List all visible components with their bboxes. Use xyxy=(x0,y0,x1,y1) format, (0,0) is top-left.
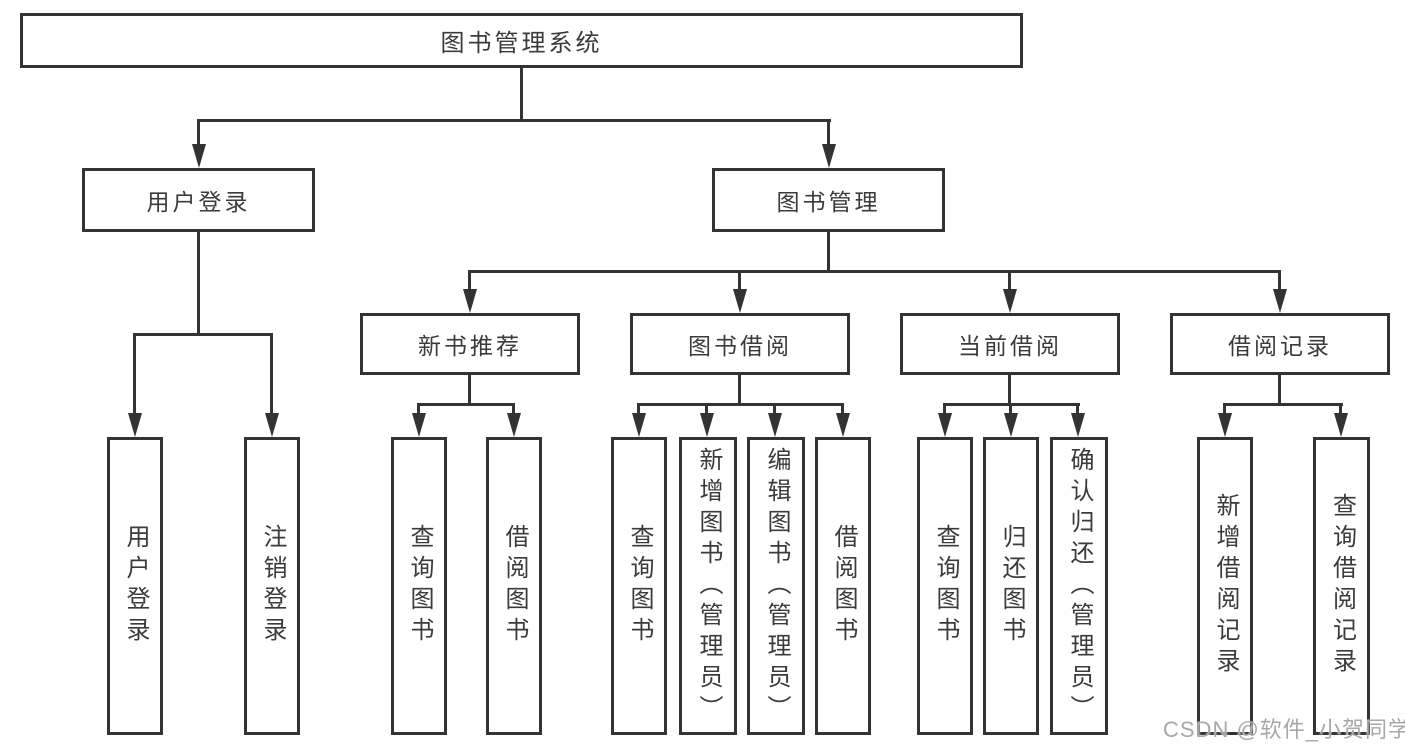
arrowhead-br-query xyxy=(1334,413,1348,437)
connector-drop-cb-return xyxy=(1009,403,1012,415)
arrowhead-logout-leaf xyxy=(265,413,279,437)
leaf-bb-borrow-books-label: 借阅图书 xyxy=(830,524,857,648)
watermark: CSDN @软件_小贺同学 xyxy=(1163,717,1405,742)
connector-drop-bb-query xyxy=(637,403,640,415)
arrowhead-cb-confirm xyxy=(1071,413,1085,437)
leaf-br-add-record-label: 新增借阅记录 xyxy=(1212,493,1239,679)
connector-drop-bb-add xyxy=(705,403,708,415)
node-borrow-records-label: 借阅记录 xyxy=(1228,333,1332,359)
leaf-nb-query-books-label: 查询图书 xyxy=(406,524,433,648)
arrowhead-bb-query xyxy=(632,413,646,437)
node-current-borrow: 当前借阅 xyxy=(900,313,1120,375)
connector-drop-nb-query xyxy=(417,403,420,415)
leaf-cb-return-books: 归还图书 xyxy=(983,437,1039,735)
node-borrow-records: 借阅记录 xyxy=(1170,313,1390,375)
leaf-br-query-record: 查询借阅记录 xyxy=(1313,437,1370,735)
node-user-login: 用户登录 xyxy=(82,168,315,232)
connector-drop-borrow-records xyxy=(1278,270,1281,290)
node-book-mgmt-label: 图书管理 xyxy=(776,189,881,215)
connector-drop-book-mgmt xyxy=(827,119,830,146)
arrowhead-nb-query xyxy=(412,413,426,437)
connector-drop-bb-borrow xyxy=(841,403,844,415)
leaf-user-login: 用户登录 xyxy=(107,437,163,735)
connector-drop-book-borrow xyxy=(738,270,741,290)
leaf-bb-query-books: 查询图书 xyxy=(611,437,667,735)
connector-borrow-records-rail xyxy=(1223,403,1343,406)
leaf-cb-query-books-label: 查询图书 xyxy=(932,524,959,648)
leaf-bb-edit-books-admin: 编辑图书（管理员） xyxy=(747,437,805,735)
connector-book-borrow-stem xyxy=(738,375,741,405)
connector-user-login-stem xyxy=(197,232,200,335)
arrowhead-current-borrow xyxy=(1003,289,1017,313)
connector-drop-br-query xyxy=(1339,403,1342,415)
node-current-borrow-label: 当前借阅 xyxy=(958,333,1062,359)
connector-current-borrow-stem xyxy=(1008,375,1011,405)
leaf-user-login-label: 用户登录 xyxy=(122,524,149,648)
arrowhead-cb-return xyxy=(1004,413,1018,437)
connector-drop-br-add xyxy=(1223,403,1226,415)
connector-book-mgmt-stem xyxy=(827,232,830,272)
connector-new-books-stem xyxy=(468,375,471,405)
leaf-bb-add-books-admin: 新增图书（管理员） xyxy=(679,437,737,735)
node-book-borrow: 图书借阅 xyxy=(630,313,850,375)
connector-user-login-rail xyxy=(133,333,273,336)
connector-drop-cb-query xyxy=(943,403,946,415)
node-book-mgmt: 图书管理 xyxy=(712,168,945,232)
node-new-books: 新书推荐 xyxy=(360,313,580,375)
leaf-bb-add-books-admin-label: 新增图书（管理员） xyxy=(695,446,722,726)
connector-new-books-rail xyxy=(417,403,515,406)
node-book-borrow-label: 图书借阅 xyxy=(688,333,792,359)
connector-drop-nb-borrow xyxy=(512,403,515,415)
leaf-logout-label: 注销登录 xyxy=(259,524,286,648)
leaf-cb-confirm-return-admin-label: 确认归还（管理员） xyxy=(1066,446,1093,726)
arrowhead-borrow-records xyxy=(1273,289,1287,313)
connector-book-borrow-rail xyxy=(637,403,844,406)
connector-level2-rail xyxy=(197,119,831,122)
arrowhead-bb-add xyxy=(700,413,714,437)
connector-drop-current-borrow xyxy=(1008,270,1011,290)
arrowhead-book-mgmt xyxy=(822,144,836,168)
connector-drop-cb-confirm xyxy=(1076,403,1079,415)
arrowhead-user-login xyxy=(192,144,206,168)
connector-borrow-records-stem xyxy=(1278,375,1281,405)
leaf-bb-edit-books-admin-label: 编辑图书（管理员） xyxy=(763,446,790,726)
arrowhead-login-leaf xyxy=(128,413,142,437)
leaf-cb-confirm-return-admin: 确认归还（管理员） xyxy=(1050,437,1108,735)
connector-root-stem xyxy=(520,68,523,121)
connector-drop-new-books xyxy=(468,270,471,290)
node-root: 图书管理系统 xyxy=(20,13,1023,68)
arrowhead-new-books xyxy=(463,289,477,313)
leaf-cb-return-books-label: 归还图书 xyxy=(998,524,1025,648)
leaf-nb-borrow-books: 借阅图书 xyxy=(486,437,542,735)
arrowhead-book-borrow xyxy=(733,289,747,313)
node-user-login-label: 用户登录 xyxy=(146,189,251,215)
connector-drop-login-leaf xyxy=(133,333,136,414)
leaf-nb-query-books: 查询图书 xyxy=(391,437,447,735)
leaf-cb-query-books: 查询图书 xyxy=(917,437,973,735)
arrowhead-bb-borrow xyxy=(836,413,850,437)
node-new-books-label: 新书推荐 xyxy=(418,333,522,359)
connector-drop-bb-edit xyxy=(773,403,776,415)
leaf-br-add-record: 新增借阅记录 xyxy=(1197,437,1253,735)
leaf-logout: 注销登录 xyxy=(244,437,300,735)
leaf-bb-borrow-books: 借阅图书 xyxy=(815,437,871,735)
node-root-label: 图书管理系统 xyxy=(440,30,603,57)
arrowhead-br-add xyxy=(1218,413,1232,437)
arrowhead-cb-query xyxy=(938,413,952,437)
leaf-nb-borrow-books-label: 借阅图书 xyxy=(501,524,528,648)
arrowhead-bb-edit xyxy=(768,413,782,437)
connector-level3-rail xyxy=(468,270,1281,273)
connector-drop-user-login xyxy=(197,119,200,146)
leaf-br-query-record-label: 查询借阅记录 xyxy=(1328,493,1356,679)
leaf-bb-query-books-label: 查询图书 xyxy=(626,524,653,648)
arrowhead-nb-borrow xyxy=(507,413,521,437)
connector-drop-logout-leaf xyxy=(270,333,273,414)
